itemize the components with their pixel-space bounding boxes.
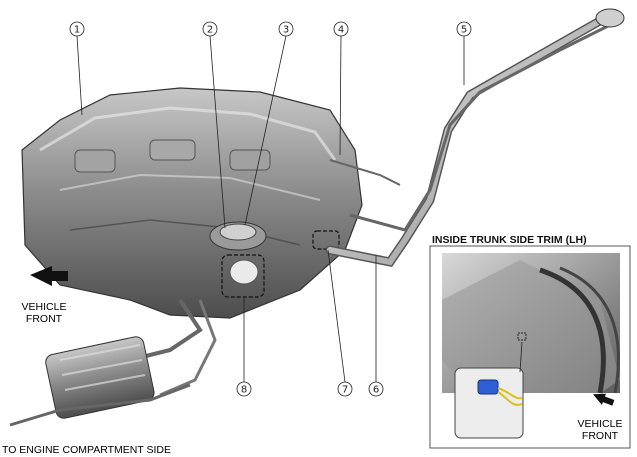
callout-2: 2 <box>207 25 213 36</box>
fuel-tank <box>21 87 363 319</box>
vehicle-front-line2: FRONT <box>25 313 63 325</box>
callouts <box>69 21 480 440</box>
inset-vehicle-front-line1: VEHICLE <box>577 418 623 430</box>
filler-pipe <box>325 8 625 267</box>
inset-vehicle-front-line2: FRONT <box>581 430 619 442</box>
callout-7: 7 <box>342 385 348 396</box>
connector-blue <box>477 379 499 395</box>
sender-unit-highlight <box>221 254 265 298</box>
vehicle-front-arrow-icon <box>30 266 68 286</box>
callout-4: 4 <box>338 25 344 36</box>
vehicle-front-label: VEHICLE FRONT <box>16 301 72 325</box>
inset-vehicle-front-label: VEHICLE FRONT <box>572 418 628 442</box>
callout-8: 8 <box>241 385 247 396</box>
callout-5: 5 <box>461 25 467 36</box>
inset-vehicle-front-arrow-icon <box>593 393 615 406</box>
vehicle-front-line1: VEHICLE <box>21 301 67 313</box>
trunk-side-trim-inset <box>429 245 631 449</box>
engine-compartment-label: TO ENGINE COMPARTMENT SIDE <box>2 444 171 456</box>
inset-title: INSIDE TRUNK SIDE TRIM (LH) <box>432 234 587 246</box>
callout-1: 1 <box>74 25 80 36</box>
charcoal-canister <box>9 298 217 427</box>
callout-6: 6 <box>373 385 379 396</box>
callout-3: 3 <box>283 25 289 36</box>
